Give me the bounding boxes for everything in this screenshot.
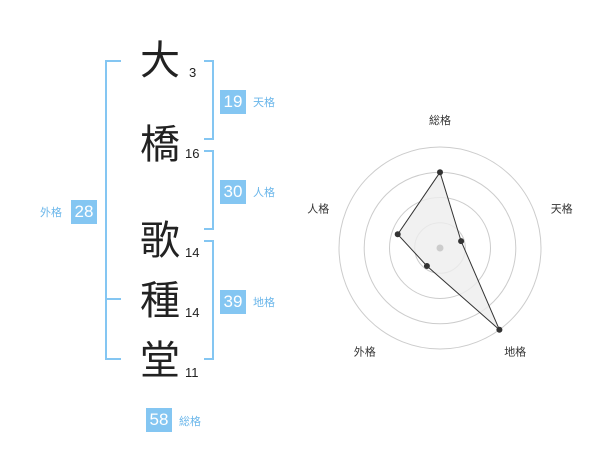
jinkaku-badge: 30 bbox=[220, 180, 246, 204]
name-char-3: 歌 bbox=[140, 218, 180, 264]
stroke-count-3: 14 bbox=[185, 245, 200, 260]
tenkaku-label: 天格 bbox=[253, 96, 275, 109]
gaikaku-label: 外格 bbox=[40, 206, 62, 219]
stroke-count-4: 14 bbox=[185, 305, 200, 320]
stroke-count-5: 11 bbox=[185, 365, 199, 380]
radar-axis-label-1: 総格 bbox=[429, 113, 451, 127]
tenkaku-bracket bbox=[204, 60, 214, 140]
name-char-5: 堂 bbox=[140, 338, 180, 384]
stroke-count-1: 3 bbox=[189, 65, 197, 80]
gaikaku-bracket bbox=[105, 60, 121, 360]
radar-axis-label-3: 地格 bbox=[504, 345, 526, 359]
radar-center-dot bbox=[436, 244, 444, 252]
radar-axis-label-5: 人格 bbox=[307, 201, 329, 215]
radar-ring-4 bbox=[338, 146, 542, 350]
name-char-1: 大 bbox=[140, 38, 180, 84]
radar-point-1 bbox=[437, 169, 443, 176]
soukaku-label: 総格 bbox=[179, 415, 201, 428]
jinkaku-label: 人格 bbox=[253, 186, 275, 199]
gaikaku-bracket-tick bbox=[105, 298, 121, 300]
name-char-4: 種 bbox=[140, 278, 180, 324]
radar-point-4 bbox=[423, 263, 430, 269]
chikaku-badge: 39 bbox=[220, 290, 246, 314]
jinkaku-bracket bbox=[204, 150, 214, 230]
name-char-2: 橋 bbox=[140, 122, 180, 168]
radar-axis-label-2: 天格 bbox=[551, 201, 573, 215]
chikaku-label: 地格 bbox=[253, 296, 275, 309]
radar-polygon bbox=[397, 171, 500, 331]
radar-point-3 bbox=[496, 326, 503, 333]
tenkaku-badge: 19 bbox=[220, 90, 246, 114]
radar-axis-label-4: 外格 bbox=[354, 345, 376, 359]
soukaku-badge: 58 bbox=[146, 408, 172, 432]
chikaku-bracket bbox=[204, 240, 214, 360]
radar-point-5 bbox=[394, 231, 401, 238]
stroke-count-2: 16 bbox=[185, 146, 200, 161]
gaikaku-badge: 28 bbox=[71, 200, 97, 224]
radar-point-2 bbox=[458, 238, 465, 245]
